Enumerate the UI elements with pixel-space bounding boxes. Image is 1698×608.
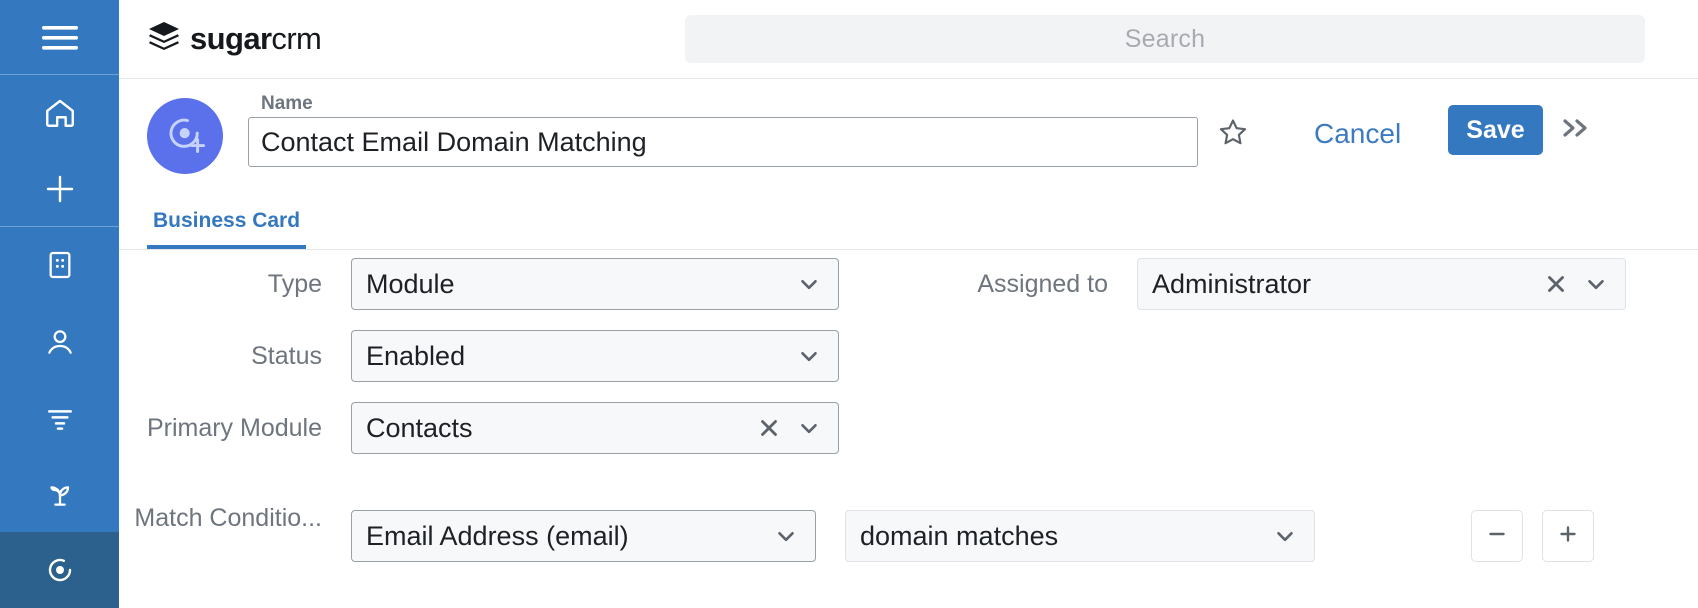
target-plus-icon <box>164 113 206 160</box>
form-row-assigned-to: Assigned to Administrator <box>903 258 1626 310</box>
avatar <box>147 98 223 174</box>
assigned-to-select[interactable]: Administrator <box>1137 258 1626 310</box>
person-icon <box>44 326 76 358</box>
primary-module-label: Primary Module <box>146 413 322 442</box>
name-input-value: Contact Email Domain Matching <box>261 126 647 157</box>
favorite-button[interactable] <box>1211 112 1255 156</box>
clear-icon[interactable] <box>1543 271 1569 297</box>
brand-name-light: crm <box>271 21 322 56</box>
sidebar-item-create[interactable] <box>0 151 119 228</box>
chevron-down-icon <box>796 271 822 297</box>
sidebar-divider <box>0 226 119 228</box>
form-row-type: Type Module <box>119 258 839 310</box>
home-icon <box>43 96 77 130</box>
name-input[interactable]: Contact Email Domain Matching <box>248 117 1198 167</box>
name-field-label: Name <box>261 93 313 114</box>
sidebar-item-home[interactable] <box>0 75 119 151</box>
minus-icon <box>1485 522 1509 551</box>
type-select[interactable]: Module <box>351 258 839 310</box>
type-label: Type <box>267 269 322 298</box>
chevron-down-icon <box>773 523 799 549</box>
sidebar-item-contacts[interactable] <box>0 304 119 380</box>
form-row-status: Status Enabled <box>119 330 839 382</box>
save-button[interactable]: Save <box>1448 105 1543 155</box>
plus-icon <box>43 172 77 206</box>
status-select-value: Enabled <box>366 340 466 371</box>
add-condition-button[interactable] <box>1542 510 1594 562</box>
clear-icon[interactable] <box>756 415 782 441</box>
form-row-match-conditions: Match Conditio... Email Address (email) … <box>119 474 1594 562</box>
tab-business-card[interactable]: Business Card <box>147 197 307 249</box>
building-icon <box>44 249 76 281</box>
sidebar-item-opportunities[interactable] <box>0 380 119 456</box>
status-select[interactable]: Enabled <box>351 330 839 382</box>
plus-icon <box>1556 522 1580 551</box>
sidebar-item-targets[interactable] <box>0 531 119 608</box>
primary-module-value: Contacts <box>366 412 473 443</box>
target-icon <box>44 554 76 586</box>
match-condition-field-select[interactable]: Email Address (email) <box>351 510 816 562</box>
match-condition-operator-value: domain matches <box>860 520 1059 551</box>
type-select-value: Module <box>366 268 455 299</box>
primary-module-select[interactable]: Contacts <box>351 402 839 454</box>
remove-condition-button[interactable] <box>1471 510 1523 562</box>
record-form: Type Module Assigned to Administrator <box>119 250 1698 608</box>
search-placeholder: Search <box>1124 24 1206 53</box>
double-chevron-right-icon <box>1559 115 1593 149</box>
assigned-to-label: Assigned to <box>977 269 1108 298</box>
hamburger-icon <box>41 24 78 52</box>
sidebar-item-menu-toggle[interactable] <box>0 0 119 76</box>
star-icon <box>1217 116 1249 153</box>
chevron-down-icon <box>1272 523 1298 549</box>
cancel-button[interactable]: Cancel <box>1314 118 1402 149</box>
match-condition-operator-select[interactable]: domain matches <box>845 510 1315 562</box>
record-header: Name Contact Email Domain Matching Cance… <box>119 79 1698 197</box>
sidebar-item-leads[interactable] <box>0 456 119 532</box>
brand-name: sugarcrm <box>190 21 322 57</box>
brand-logo[interactable]: sugarcrm <box>146 19 322 60</box>
status-label: Status <box>251 341 322 370</box>
tab-bar: Business Card <box>119 197 1698 250</box>
search-input[interactable]: Search <box>685 15 1645 63</box>
brand-name-bold: sugar <box>190 21 272 56</box>
chevron-down-icon <box>1583 271 1609 297</box>
sidebar-divider <box>0 74 119 76</box>
assigned-to-value: Administrator <box>1152 268 1312 299</box>
overflow-actions-button[interactable] <box>1559 115 1593 149</box>
match-condition-field-value: Email Address (email) <box>366 520 629 551</box>
sugarcrm-cube-icon <box>146 19 182 60</box>
top-bar: sugarcrm Search <box>119 0 1698 79</box>
sidebar <box>0 0 119 608</box>
sprout-icon <box>44 478 76 510</box>
form-row-primary-module: Primary Module Contacts <box>119 402 839 454</box>
chevron-down-icon <box>796 415 822 441</box>
match-conditions-label: Match Conditio... <box>134 503 322 532</box>
chevron-down-icon <box>796 343 822 369</box>
sidebar-item-accounts[interactable] <box>0 227 119 303</box>
funnel-icon <box>44 402 76 434</box>
